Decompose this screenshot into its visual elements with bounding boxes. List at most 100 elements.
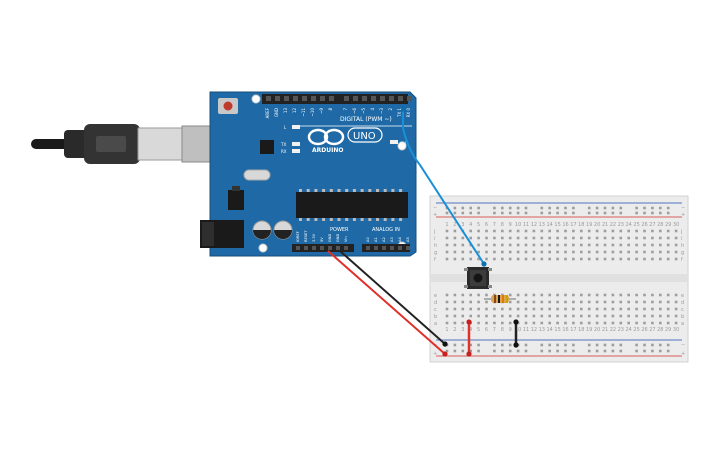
breadboard-hole[interactable] xyxy=(595,236,599,240)
breadboard-hole[interactable] xyxy=(627,321,630,325)
breadboard-hole[interactable] xyxy=(635,257,638,261)
breadboard-hole[interactable] xyxy=(674,321,678,325)
breadboard-hole[interactable] xyxy=(516,211,520,215)
breadboard-hole[interactable] xyxy=(548,321,551,325)
breadboard-hole[interactable] xyxy=(611,211,615,215)
breadboard-hole[interactable] xyxy=(564,236,567,240)
breadboard-hole[interactable] xyxy=(556,243,559,247)
breadboard-hole[interactable] xyxy=(603,314,607,318)
analog-pin-hole[interactable] xyxy=(406,246,410,250)
breadboard-hole[interactable] xyxy=(659,343,662,347)
breadboard-hole[interactable] xyxy=(532,293,536,297)
breadboard-hole[interactable] xyxy=(603,243,607,247)
breadboard-hole[interactable] xyxy=(619,343,623,347)
breadboard-hole[interactable] xyxy=(659,206,662,210)
breadboard-hole[interactable] xyxy=(461,300,465,304)
breadboard-hole[interactable] xyxy=(572,307,575,311)
digital-pin-hole[interactable] xyxy=(284,96,289,101)
breadboard-hole[interactable] xyxy=(461,236,465,240)
breadboard-hole[interactable] xyxy=(469,314,472,318)
breadboard-hole[interactable] xyxy=(556,314,559,318)
breadboard-hole[interactable] xyxy=(516,206,520,210)
breadboard-hole[interactable] xyxy=(524,293,528,297)
breadboard-hole[interactable] xyxy=(477,243,480,247)
breadboard-hole[interactable] xyxy=(469,211,472,215)
breadboard-hole[interactable] xyxy=(595,307,599,311)
breadboard-hole[interactable] xyxy=(674,229,678,233)
analog-pin-hole[interactable] xyxy=(374,246,378,250)
breadboard-hole[interactable] xyxy=(556,211,559,215)
breadboard-hole[interactable] xyxy=(477,211,480,215)
breadboard-hole[interactable] xyxy=(595,206,599,210)
breadboard-hole[interactable] xyxy=(508,243,512,247)
breadboard-hole[interactable] xyxy=(461,314,465,318)
breadboard-hole[interactable] xyxy=(564,243,567,247)
breadboard-hole[interactable] xyxy=(477,236,480,240)
breadboard-hole[interactable] xyxy=(532,229,536,233)
breadboard-hole[interactable] xyxy=(453,257,457,261)
breadboard-hole[interactable] xyxy=(453,293,457,297)
breadboard-hole[interactable] xyxy=(674,250,678,254)
breadboard-hole[interactable] xyxy=(619,321,623,325)
breadboard-hole[interactable] xyxy=(516,236,520,240)
breadboard-hole[interactable] xyxy=(461,349,465,353)
breadboard-hole[interactable] xyxy=(461,307,465,311)
breadboard-hole[interactable] xyxy=(643,229,646,233)
breadboard-hole[interactable] xyxy=(477,229,480,233)
breadboard-hole[interactable] xyxy=(643,307,646,311)
breadboard-hole[interactable] xyxy=(508,229,512,233)
breadboard-hole[interactable] xyxy=(453,236,457,240)
breadboard-hole[interactable] xyxy=(643,343,646,347)
power-pin-hole[interactable] xyxy=(312,246,316,250)
breadboard-hole[interactable] xyxy=(453,243,457,247)
breadboard-hole[interactable] xyxy=(587,321,591,325)
breadboard-hole[interactable] xyxy=(524,349,528,353)
digital-pin-hole[interactable] xyxy=(371,96,376,101)
breadboard-hole[interactable] xyxy=(477,206,480,210)
breadboard-hole[interactable] xyxy=(643,300,646,304)
breadboard-hole[interactable] xyxy=(477,314,480,318)
breadboard-hole[interactable] xyxy=(627,236,630,240)
breadboard-hole[interactable] xyxy=(508,307,512,311)
resistor[interactable] xyxy=(484,295,516,303)
breadboard-hole[interactable] xyxy=(595,343,599,347)
breadboard-hole[interactable] xyxy=(666,300,670,304)
breadboard-hole[interactable] xyxy=(674,236,678,240)
breadboard-hole[interactable] xyxy=(580,243,583,247)
breadboard-hole[interactable] xyxy=(666,314,670,318)
breadboard-hole[interactable] xyxy=(580,314,583,318)
breadboard-hole[interactable] xyxy=(659,236,662,240)
digital-pin-hole[interactable] xyxy=(380,96,385,101)
breadboard-hole[interactable] xyxy=(445,236,449,240)
digital-pin-hole[interactable] xyxy=(293,96,298,101)
breadboard-hole[interactable] xyxy=(501,206,504,210)
breadboard-hole[interactable] xyxy=(580,300,583,304)
breadboard-hole[interactable] xyxy=(627,300,630,304)
breadboard-hole[interactable] xyxy=(469,293,472,297)
breadboard-hole[interactable] xyxy=(611,300,615,304)
breadboard-hole[interactable] xyxy=(532,300,536,304)
breadboard-hole[interactable] xyxy=(666,236,670,240)
breadboard-hole[interactable] xyxy=(516,257,520,261)
breadboard-hole[interactable] xyxy=(453,307,457,311)
breadboard-hole[interactable] xyxy=(643,250,646,254)
breadboard-hole[interactable] xyxy=(595,243,599,247)
breadboard-hole[interactable] xyxy=(564,293,567,297)
breadboard-hole[interactable] xyxy=(516,314,520,318)
breadboard-hole[interactable] xyxy=(508,321,512,325)
breadboard-hole[interactable] xyxy=(485,293,488,297)
breadboard-hole[interactable] xyxy=(572,300,575,304)
breadboard-hole[interactable] xyxy=(477,257,480,261)
breadboard-hole[interactable] xyxy=(501,243,504,247)
breadboard-hole[interactable] xyxy=(501,343,504,347)
breadboard-hole[interactable] xyxy=(485,314,488,318)
breadboard-hole[interactable] xyxy=(564,343,567,347)
breadboard-hole[interactable] xyxy=(595,257,599,261)
digital-pin-hole[interactable] xyxy=(302,96,307,101)
breadboard-hole[interactable] xyxy=(453,321,457,325)
breadboard-hole[interactable] xyxy=(453,349,457,353)
breadboard-hole[interactable] xyxy=(674,307,678,311)
breadboard-hole[interactable] xyxy=(485,300,488,304)
